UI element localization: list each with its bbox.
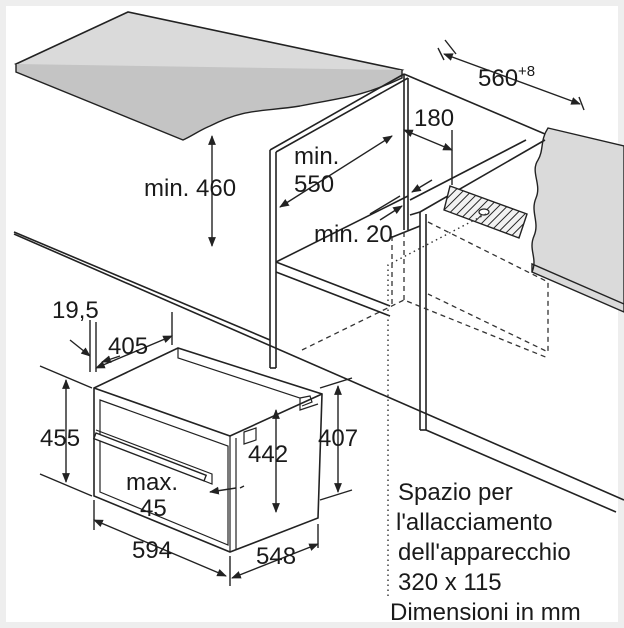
label-min550-line1: min. xyxy=(294,143,339,170)
label-min460: min. 460 xyxy=(144,175,236,202)
label-455: 455 xyxy=(40,425,80,452)
oven-appliance xyxy=(92,347,323,553)
label-442: 442 xyxy=(248,441,288,468)
cavity-dashed xyxy=(301,221,549,359)
label-560-tolerance: +8 xyxy=(518,63,535,80)
connection-leader xyxy=(387,213,487,598)
label-180: 180 xyxy=(414,105,454,132)
note-line-3: dell'apparecchio xyxy=(398,539,571,566)
note-line-1: Spazio per xyxy=(398,479,513,506)
label-19-5: 19,5 xyxy=(52,297,99,324)
oven-handle xyxy=(92,432,208,482)
label-594: 594 xyxy=(132,537,172,564)
label-560: 560+8 xyxy=(478,63,535,92)
right-wall-panel xyxy=(531,127,624,313)
note-line-2: l'allacciamento xyxy=(396,509,553,536)
label-max45-line2: 45 xyxy=(140,495,167,522)
right-wall-edge xyxy=(531,262,624,305)
outlet-symbol xyxy=(478,208,490,216)
label-548: 548 xyxy=(256,543,296,570)
label-min550-line2: 550 xyxy=(294,171,334,198)
countertop-edge xyxy=(15,64,403,141)
label-407: 407 xyxy=(318,425,358,452)
label-max45-line1: max. xyxy=(126,469,178,496)
dimension-lines xyxy=(39,39,585,586)
note-line-4: 320 x 115 xyxy=(398,569,502,596)
label-405: 405 xyxy=(108,333,148,360)
label-min20: min. 20 xyxy=(314,221,393,248)
note-units: Dimensioni in mm xyxy=(390,599,581,626)
